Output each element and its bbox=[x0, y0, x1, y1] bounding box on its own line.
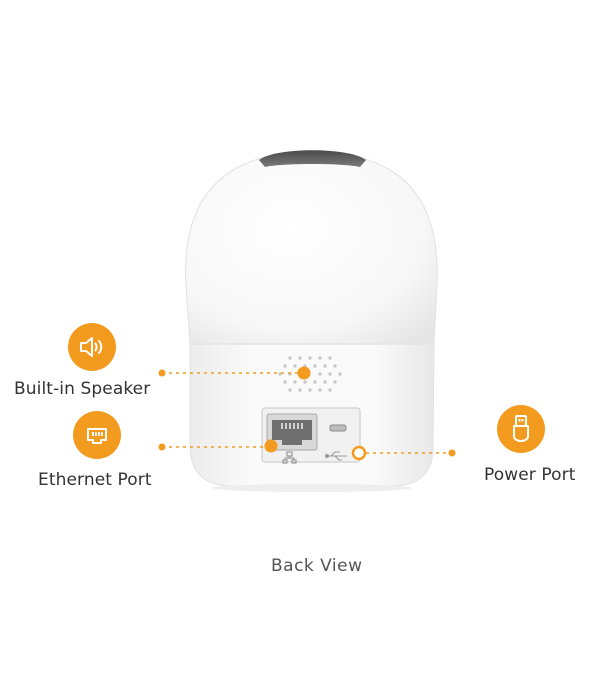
ethernet-label: Ethernet Port bbox=[38, 470, 152, 490]
speaker-label: Built-in Speaker bbox=[14, 379, 151, 399]
camera-shadow bbox=[212, 484, 412, 492]
power-label: Power Port bbox=[484, 465, 576, 485]
speaker-icon bbox=[78, 335, 106, 359]
ethernet-badge bbox=[73, 411, 121, 459]
ethernet-socket bbox=[266, 413, 318, 451]
speaker-badge bbox=[68, 323, 116, 371]
ethernet-icon bbox=[84, 423, 110, 447]
network-symbol bbox=[282, 451, 297, 464]
usb-symbol bbox=[324, 451, 347, 461]
camera-lens-window bbox=[259, 150, 366, 167]
usb-plug-icon bbox=[510, 414, 532, 444]
ethernet-target-dot bbox=[264, 439, 278, 453]
speaker-endpoint-dot bbox=[158, 369, 166, 377]
power-badge bbox=[497, 405, 545, 453]
view-caption: Back View bbox=[271, 556, 363, 576]
power-endpoint-dot bbox=[448, 449, 456, 457]
ethernet-endpoint-dot bbox=[158, 443, 166, 451]
speaker-target-dot bbox=[297, 366, 311, 380]
power-target-ring bbox=[351, 445, 367, 461]
camera-dome bbox=[185, 151, 438, 345]
micro-usb-port bbox=[329, 424, 347, 432]
